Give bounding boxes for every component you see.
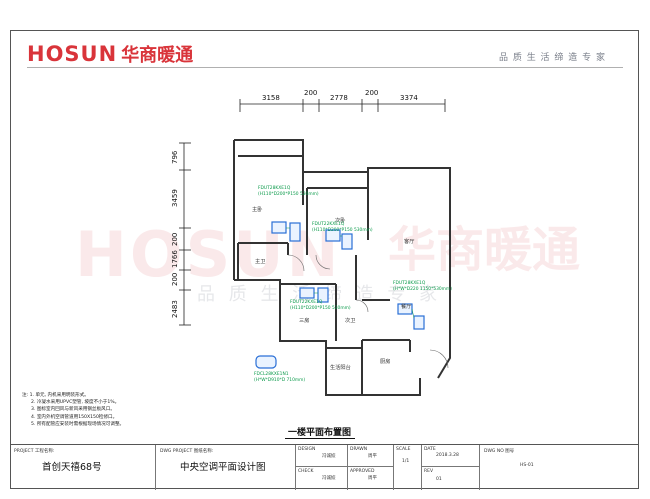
tb-designed-label: DESIGN <box>298 447 316 452</box>
unit-model: FDUT28KXE1Q <box>258 186 291 191</box>
tb-scale-value: 1/1 <box>402 459 410 464</box>
room-kitchen: 厨房 <box>380 359 391 365</box>
tb-drawing-label: DWG PROJECT 图纸名称: <box>160 449 214 454</box>
dimension-lines <box>179 99 446 326</box>
refrigerant-pipes <box>286 227 415 319</box>
unit-model: FDUT28KXE1Q <box>393 281 426 286</box>
unit-label-outdoor: FDCL28KXE1N1 (H*W*D910*D 710mm) <box>254 372 305 383</box>
brand-logo-cn: 华商暖通 <box>121 45 194 66</box>
dim-left-1: 796 <box>171 150 179 164</box>
tb-scale-label: SCALE <box>396 447 411 452</box>
plan-title: 一楼平面布置图 <box>288 428 352 438</box>
design-notes: 注: 1. 单元, 内机采用明装形式。 2. 冷凝水采用UPVC塑管, 坡度不小… <box>22 392 124 428</box>
brand-slogan: 品 质 生 活 缔 造 专 家 <box>498 53 606 63</box>
room-dining-room: 餐厅 <box>401 304 412 310</box>
tb-checked: CHECK 冯诚姣 <box>296 467 348 490</box>
unit-label-master: FDUT28KXE1Q (H110*D200*P150 530mm) <box>258 186 319 197</box>
title-block: PROJECT 工程名称: 首创天禧68号 DWG PROJECT 图纸名称: … <box>10 444 639 490</box>
unit-spec: (H*W*D910*D 710mm) <box>254 377 306 383</box>
tb-drawing-name: 中央空调平面设计图 <box>180 462 266 473</box>
note-line: 3. 图标室内回风与新风采用钢丝板风口。 <box>31 407 115 413</box>
tb-dwg-no: DWG NO 图号 HS-01 <box>480 445 639 490</box>
door-swings <box>287 254 449 369</box>
unit-model: FDCL28KXE1N1 <box>254 372 289 377</box>
note-line: 2. 冷凝水采用UPVC塑管, 坡度不小于1%。 <box>31 400 120 406</box>
dim-top-5: 3374 <box>400 94 418 102</box>
unit-spec: (H*W*D220 1150*530mm) <box>393 286 452 292</box>
tb-drawn-label: DRAWN <box>350 447 368 452</box>
room-master-bath: 主卫 <box>255 259 266 265</box>
note-line: 4. 室内外机空调管道用150X150检修口。 <box>31 414 118 420</box>
tb-date: DATE 2018.3.28 <box>422 445 480 467</box>
tb-drawn-by: 周平 <box>368 454 377 459</box>
tb-scale: SCALE 1/1 <box>394 445 422 490</box>
dim-left-5: 200 <box>171 272 179 286</box>
tb-drawn: DRAWN 周平 <box>348 445 394 467</box>
tb-dwg-no-value: HS-01 <box>520 463 534 468</box>
room-third-room: 三房 <box>299 318 310 324</box>
tb-drawing: DWG PROJECT 图纸名称: 中央空调平面设计图 <box>156 445 296 490</box>
dim-top-4: 200 <box>365 89 379 97</box>
tb-dwg-no-label: DWG NO 图号 <box>484 449 515 454</box>
tb-rev-label: REV <box>424 469 434 474</box>
note-line: 5. 所有配管应安装时需根据现场情况可调整。 <box>31 421 125 427</box>
unit-spec: (H110*D200*P150 530mm) <box>312 227 373 233</box>
tb-designed: DESIGN 冯诚姣 <box>296 445 348 467</box>
unit-spec: (H110*D200*P150 530mm) <box>290 305 351 311</box>
unit-label-third-room: FDUT22KXE1Q (H110*D200*P150 530mm) <box>290 300 351 311</box>
note-line: 注: 1. 单元, 内机采用明装形式。 <box>22 393 89 398</box>
dim-top-2: 200 <box>304 89 318 97</box>
brand-logo: HOSUN 华商暖通 <box>27 42 194 66</box>
tb-project: PROJECT 工程名称: 首创天禧68号 <box>10 445 156 490</box>
room-second-bath: 次卫 <box>345 318 356 324</box>
unit-model: FDUT22KXE1Q <box>290 300 323 305</box>
dim-left-2: 3459 <box>171 189 179 207</box>
unit-label-second-bedroom: FDUT22KXE1Q (H110*D200*P150 530mm) <box>312 222 373 233</box>
tb-project-label: PROJECT 工程名称: <box>14 449 55 454</box>
room-living-room: 客厅 <box>404 239 415 245</box>
tb-project-name: 首创天禧68号 <box>42 462 102 473</box>
tb-approved: APPROVED 周平 <box>348 467 394 490</box>
brand-logo-en: HOSUN <box>27 42 118 66</box>
room-master-bedroom: 主卧 <box>252 207 263 213</box>
tb-rev: REV 01 <box>422 467 480 490</box>
dim-top-3: 2778 <box>330 94 348 102</box>
drawing-frame <box>10 30 639 489</box>
tb-designed-by: 冯诚姣 <box>322 454 336 459</box>
dim-top-1: 3158 <box>262 94 280 102</box>
duct-units <box>255 221 425 369</box>
tb-approved-by: 周平 <box>368 476 377 481</box>
unit-spec: (H110*D200*P150 530mm) <box>258 191 319 197</box>
plan-title-underline <box>285 438 355 439</box>
tb-date-value: 2018.3.28 <box>436 453 459 458</box>
dim-left-3: 200 <box>171 232 179 246</box>
walls <box>233 139 451 396</box>
room-balcony: 生活阳台 <box>330 365 351 371</box>
tb-checked-label: CHECK <box>298 469 314 474</box>
tb-rev-value: 01 <box>436 477 442 482</box>
tb-checked-by: 冯诚姣 <box>322 476 336 481</box>
dim-left-4: 1766 <box>171 250 179 268</box>
unit-model: FDUT22KXE1Q <box>312 222 345 227</box>
tb-date-label: DATE <box>424 447 436 452</box>
unit-label-living: FDUT28KXE1Q (H*W*D220 1150*530mm) <box>393 281 452 292</box>
tb-approved-label: APPROVED <box>350 469 375 474</box>
header-divider <box>27 67 623 68</box>
dim-left-6: 2483 <box>171 300 179 318</box>
room-second-bedroom: 次卧 <box>335 218 346 224</box>
